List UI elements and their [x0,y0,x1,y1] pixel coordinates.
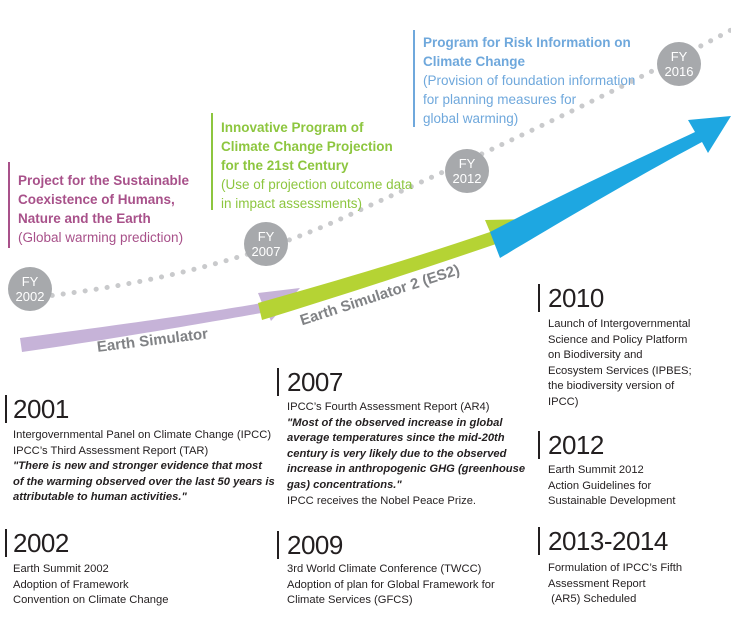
fy-label: FY [670,49,688,64]
fy-label: FY [21,274,39,289]
event-2010-line-1: Launch of Intergovernmental [548,318,691,330]
event-2007-line-1: IPCC’s Fourth Assessment Report (AR4) [287,401,490,413]
program-1-title-line-2: Coexistence of Humans, [18,192,175,207]
event-2001-line-1: Intergovernmental Panel on Climate Chang… [13,429,272,441]
event-2010-line-5: the biodiversity version of [548,380,675,393]
fy-year: 2007 [251,244,281,259]
event-2013-2014-line-2: Assessment Report [548,577,646,590]
event-2010-line-6: IPCC) [548,395,579,408]
event-2001-year: 2001 [13,394,69,424]
fy-2012-circle: FY 2012 [445,149,489,193]
program-2-subtitle-line-1: (Use of projection outcome data [221,177,413,192]
event-2009-marker [277,531,279,559]
program-3-title-line-2: Climate Change [423,54,526,69]
event-2010-line-4: Ecosystem Services (IPBES; [548,364,692,377]
event-2001-quote-3: attributable to human activities." [13,491,187,504]
event-2013-2014-line-1: Formulation of IPCC’s Fifth [548,562,683,574]
event-2010-marker [538,284,540,312]
event-2013-2014-text: Formulation of IPCC’s Fifth Assessment R… [548,561,682,608]
event-2002-text: Earth Summit 2002 Adoption of Framework … [13,562,168,609]
event-2012-text: Earth Summit 2012 Action Guidelines for … [548,463,676,510]
earth-simulator-2-arrow [258,219,528,320]
event-2007-text: IPCC’s Fourth Assessment Report (AR4) "M… [287,400,525,509]
program-3-subtitle-line-3: global warming) [423,111,519,126]
event-2012-year: 2012 [548,430,604,460]
event-2002-line-2: Adoption of Framework [13,578,129,591]
event-2012-line-1: Earth Summit 2012 [548,464,644,476]
event-2001-text: Intergovernmental Panel on Climate Chang… [13,428,275,506]
event-2002-line-1: Earth Summit 2002 [13,563,109,575]
event-2007-quote-5: gas) concentrations." [287,478,402,491]
event-2007-quote-2: average temperatures since the mid-20th [287,432,505,445]
program-1-subtitle-line-1: (Global warming prediction) [18,230,184,245]
event-2010-text: Launch of Intergovernmental Science and … [548,317,692,411]
program-2-title-line-1: Innovative Program of [221,120,364,135]
event-2013-2014-year: 2013-2014 [548,526,668,556]
program-1-title-line-3: Nature and the Earth [18,211,151,226]
event-2009-year: 2009 [287,530,343,560]
event-2001-quote-2: of the warming observed over the last 50… [13,475,275,488]
event-2013-2014-line-3: (AR5) Scheduled [548,593,637,606]
event-2001-quote-1: "There is new and stronger evidence that… [13,460,263,473]
program-1-title-line-1: Project for the Sustainable [18,173,190,188]
fy-2002-circle: FY 2002 [8,267,52,311]
event-2012-marker [538,431,540,459]
dotted-timeline-path [27,27,731,301]
earth-simulator-arrow [20,288,300,352]
fy-2007-circle: FY 2007 [244,222,288,266]
event-2007-quote-3: century is very likely due to the observ… [287,447,507,460]
event-2009-line-2: Adoption of plan for Global Framework fo… [287,578,495,591]
event-2001-marker [5,395,7,423]
fy-label: FY [458,156,476,171]
program-2-subtitle-line-2: in impact assessments) [221,196,363,211]
event-2007-marker [277,368,279,396]
event-2007-after-1: IPCC receives the Nobel Peace Prize. [287,494,477,507]
fy-year: 2012 [452,171,482,186]
event-2007-quote-4: increase in anthropogenic GHG (greenhous… [287,463,526,476]
event-2009-text: 3rd World Climate Conference (TWCC) Adop… [287,562,495,609]
event-2010-line-3: on Biodiversity and [548,349,643,362]
event-2012-line-2: Action Guidelines for [548,479,652,492]
fy-year: 2016 [664,64,694,79]
program-3-subtitle-line-1: (Provision of foundation information [423,73,636,88]
program-3-title-line-1: Program for Risk Information on [423,35,631,50]
fy-label: FY [257,229,275,244]
event-2007-quote-1: "Most of the observed increase in global [287,416,503,429]
event-2012-line-3: Sustainable Development [548,495,676,508]
program-3-subtitle-line-2: for planning measures for [423,92,577,107]
event-2007-year: 2007 [287,367,343,397]
event-2010-year: 2010 [548,283,604,313]
program-2-title-line-3: for the 21st Century [221,158,349,173]
program-3-marker [413,30,415,127]
program-3: Program for Risk Information on Climate … [423,33,635,128]
event-2010-line-2: Science and Policy Platform [548,333,688,346]
program-1: Project for the Sustainable Coexistence … [18,171,189,247]
program-1-marker [8,162,10,248]
next-simulator-arrow [490,116,731,258]
event-2009-line-3: Climate Services (GFCS) [287,594,413,607]
event-2002-marker [5,529,7,557]
program-2: Innovative Program of Climate Change Pro… [221,118,412,213]
event-2002-year: 2002 [13,528,69,558]
program-2-title-line-2: Climate Change Projection [221,139,393,154]
event-2013-2014-marker [538,527,540,555]
event-2002-line-3: Convention on Climate Change [13,594,169,607]
fy-year: 2002 [15,289,45,304]
program-2-marker [211,113,213,210]
event-2009-line-1: 3rd World Climate Conference (TWCC) [287,563,482,575]
event-2001-line-2: IPCC’s Third Assessment Report (TAR) [13,444,209,457]
fy-2016-circle: FY 2016 [657,42,701,86]
